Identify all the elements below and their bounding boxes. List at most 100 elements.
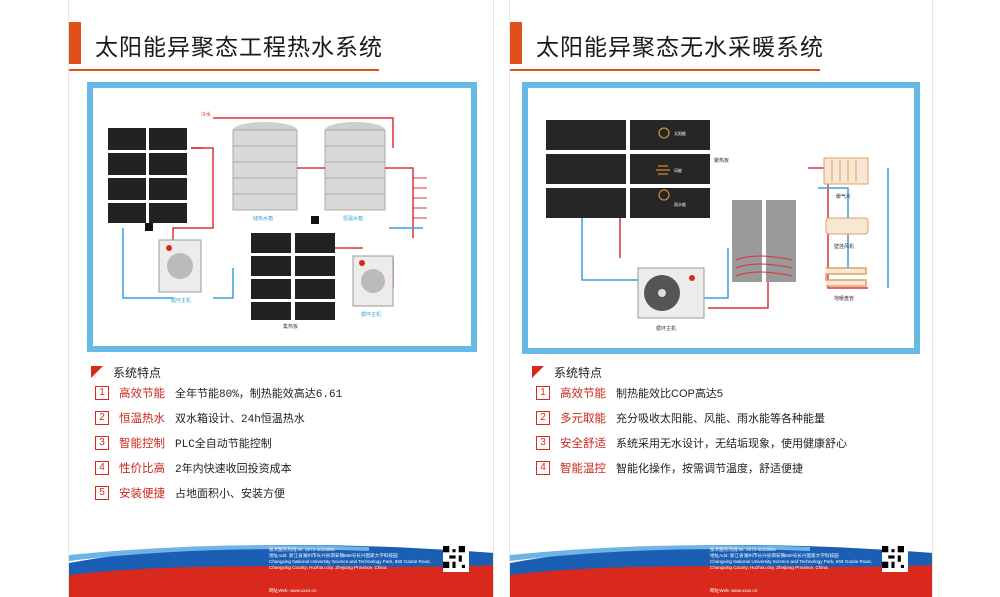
feature-name: 高效节能 [119, 388, 165, 400]
feature-desc: 智能化操作，按需调节温度，舒适便捷 [616, 463, 803, 475]
floor-heat-icon [825, 267, 867, 287]
feature-name: 性价比高 [119, 463, 165, 475]
panel-label: 聚热板 [714, 157, 729, 164]
feature-number: 4 [95, 461, 109, 475]
solar-panel-array-1 [108, 128, 187, 223]
floor-heat-label: 地暖盘管 [834, 295, 854, 302]
host-label: 循环主机 [656, 325, 676, 332]
rain-label: 雨水能 [674, 201, 686, 207]
building-icon [732, 200, 796, 282]
feature-number: 1 [95, 386, 109, 400]
feature-name: 智能温控 [560, 463, 606, 475]
controller-box [145, 216, 319, 231]
flag-icon [532, 366, 544, 378]
pipes [122, 117, 423, 299]
footer-line: 地址Add: 浙江省湖州市长兴县泗安镇669号长兴国家大学科技园 [269, 553, 398, 558]
footer-line: Changxing National University Science an… [710, 559, 872, 570]
feature-name: 智能控制 [119, 438, 165, 450]
poster-right: 太阳能异聚态无水采暖系统 太阳能 风能 雨水能 聚热板 [509, 0, 933, 597]
feature-number: 5 [95, 486, 109, 500]
feature-item: 2 多元取能充分吸收太阳能、风能、雨水能等各种能量 [536, 410, 922, 435]
footer-website: 网址Web: www.xxxx.cn [710, 588, 758, 593]
feature-desc: 双水箱设计、24h恒温热水 [175, 414, 305, 426]
title-accent-bar [510, 22, 522, 64]
water-in-label: 冷水 [201, 111, 211, 118]
feature-item: 2 恒温热水双水箱设计、24h恒温热水 [95, 410, 483, 435]
heat-pump-host [637, 267, 705, 319]
footer-line: 技术服务热线Tel: 0573-4033955 [269, 547, 335, 552]
heat-pump-host-1 [158, 239, 202, 293]
feature-item: 5 安装便捷占地面积小、安装方便 [95, 485, 483, 510]
sun-icon [658, 127, 670, 139]
footer-line: Changxing National University Science an… [269, 559, 431, 570]
heating-system-diagram: 太阳能 风能 雨水能 聚热板 [546, 120, 889, 332]
feature-item: 3 智能控制 PLC全自动节能控制 [95, 435, 483, 460]
feature-name: 安装便捷 [119, 488, 165, 500]
system-diagram: 冷水 储热水箱 恒温水箱 循环主机 循环主机 集热板 [87, 82, 477, 352]
feature-desc: 占地面积小、安装方便 [175, 489, 285, 501]
feature-number: 1 [536, 386, 550, 400]
footer-banner: 技术服务热线Tel: 0573-4033955 地址Add: 浙江省湖州市长兴县… [510, 541, 932, 597]
host2-label: 循环主机 [361, 311, 381, 318]
feature-item: 1 高效节能制热能效比COP高达5 [536, 385, 922, 410]
system-diagram: 太阳能 风能 雨水能 聚热板 [522, 82, 920, 354]
feature-name: 多元取能 [560, 413, 606, 425]
tank2-label: 恒温水箱 [343, 215, 363, 222]
radiator-label: 暖气片 [836, 193, 851, 200]
wind-icon [656, 165, 670, 175]
collector-panels [546, 120, 710, 218]
storage-tank-1 [232, 122, 298, 211]
rain-icon [658, 189, 670, 201]
features-title: 系统特点 [113, 366, 162, 380]
feature-item: 4 性价比高 2年内快速收回投资成本 [95, 460, 483, 485]
title-accent-bar [69, 22, 81, 64]
sun-label: 太阳能 [674, 130, 686, 136]
feature-number: 4 [536, 461, 550, 475]
footer-line: 技术服务热线Tel: 0573-4033955 [710, 547, 776, 552]
feature-desc: PLC全自动节能控制 [175, 439, 272, 451]
footer-wave-graphic [69, 544, 493, 597]
storage-tank-2 [324, 122, 386, 211]
feature-item: 4 智能温控智能化操作，按需调节温度，舒适便捷 [536, 460, 922, 485]
poster-title: 太阳能异聚态工程热水系统 [95, 34, 383, 60]
feature-item: 1 高效节能全年节能80%，制热能效高达6.61 [95, 385, 483, 410]
solar-panel-array-2 [251, 233, 335, 320]
features-list: 1 高效节能制热能效比COP高达5 2 多元取能充分吸收太阳能、风能、雨水能等各种能… [536, 385, 922, 485]
panel-group-label: 集热板 [283, 323, 298, 330]
feature-desc: 系统采用无水设计，无结垢现象，使用健康舒心 [616, 438, 847, 450]
feature-desc: 制热能效比COP高达5 [616, 388, 723, 400]
poster-title: 太阳能异聚态无水采暖系统 [536, 34, 824, 60]
feature-number: 2 [95, 411, 109, 425]
features-list: 1 高效节能全年节能80%，制热能效高达6.61 2 恒温热水双水箱设计、24h恒温… [95, 385, 483, 510]
title-underline [69, 69, 379, 71]
feature-name: 高效节能 [560, 388, 606, 400]
feature-desc: 2年内快速收回投资成本 [175, 464, 292, 476]
wall-unit-label: 壁挂风机 [834, 243, 854, 250]
footer-wave-graphic [510, 544, 932, 597]
feature-name: 安全舒适 [560, 438, 606, 450]
footer-banner: 技术服务热线Tel: 0573-4033955 地址Add: 浙江省湖州市长兴县… [69, 541, 493, 597]
feature-number: 3 [536, 436, 550, 450]
footer-website: 网址Web: www.xxxx.cn [269, 588, 317, 593]
title-underline [510, 69, 820, 71]
tank1-label: 储热水箱 [253, 215, 273, 222]
feature-desc: 全年节能80%，制热能效高达6.61 [175, 389, 343, 401]
flag-icon [91, 366, 103, 378]
feature-number: 3 [95, 436, 109, 450]
feature-desc: 充分吸收太阳能、风能、雨水能等各种能量 [616, 413, 825, 425]
feature-number: 2 [536, 411, 550, 425]
poster-left: 太阳能异聚态工程热水系统 [68, 0, 494, 597]
feature-name: 恒温热水 [119, 413, 165, 425]
host1-label: 循环主机 [171, 297, 191, 304]
title-bar: 太阳能异聚态无水采暖系统 [510, 22, 932, 71]
feature-item: 3 安全舒适系统采用无水设计，无结垢现象，使用健康舒心 [536, 435, 922, 460]
footer-line: 地址Add: 浙江省湖州市长兴县泗安镇669号长兴国家大学科技园 [710, 553, 839, 558]
qr-code-icon [882, 546, 908, 572]
features-title: 系统特点 [554, 366, 603, 380]
energy-icons [656, 127, 670, 201]
radiator-icon [823, 157, 869, 185]
wall-unit-icon [825, 217, 869, 235]
footer-contact: 技术服务热线Tel: 0573-4033955 地址Add: 浙江省湖州市长兴县… [269, 547, 439, 571]
qr-code-icon [443, 546, 469, 572]
title-bar: 太阳能异聚态工程热水系统 [69, 22, 493, 71]
